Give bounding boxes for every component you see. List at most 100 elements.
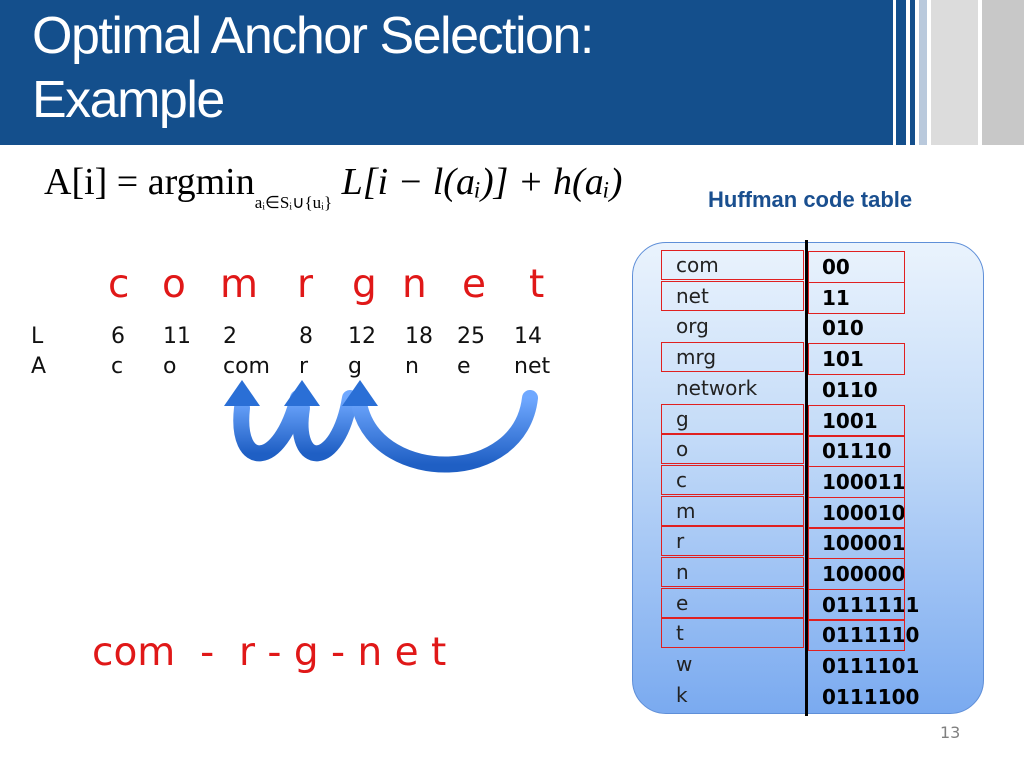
title-stripe-3 [919,0,927,145]
highlight-word-box [661,434,804,465]
page-number: 13 [940,723,961,742]
anchor-A-value-6: e [457,354,471,379]
letter-6: e [462,262,486,307]
huffman-column-divider [805,240,808,716]
huffman-word: com [676,253,719,277]
title-stripe-4 [931,0,978,145]
highlight-code-box [808,465,905,498]
anchor-L-value-6: 25 [457,324,485,349]
highlight-code-box [808,343,905,376]
anchor-arrows [224,380,538,473]
arrowhead-3 [342,380,378,406]
title-stripe-5 [982,0,1024,145]
arrow-curve-2 [292,390,358,462]
highlight-word-box [661,250,804,280]
title-line-2: Example [32,71,225,129]
huffman-code: 100001 [822,531,906,556]
highlight-word-box [661,618,804,649]
highlight-word-box [661,403,804,434]
highlight-word-box [661,557,804,587]
anchor-L-value-1: 11 [163,324,191,349]
huffman-code: 101 [822,347,864,372]
row-label-A: A [31,354,47,379]
formula-lhs: A[i] = argmin [44,161,255,203]
anchor-A-value-5: n [405,354,419,379]
formula-rhs: L[i − l(aᵢ)] + h(aᵢ) [341,161,623,203]
arrow-curve-1 [233,390,306,462]
huffman-code: 0111111 [822,592,920,617]
huffman-code: 0111110 [822,623,920,648]
arrowhead-1 [224,380,260,406]
huffman-code: 0111100 [822,684,920,709]
anchor-L-value-0: 6 [111,324,125,349]
anchor-A-value-2: com [223,354,270,379]
slide-title: Optimal Anchor Selection: Example [32,4,872,132]
highlight-code-box [808,558,905,590]
highlight-code-box [808,281,905,314]
letter-2: m [220,262,258,307]
letter-0: c [108,262,130,307]
arrowhead-2 [284,380,320,406]
title-bar: Optimal Anchor Selection: Example [0,0,893,145]
huffman-code: 100010 [822,500,906,525]
anchor-L-value-5: 18 [405,324,433,349]
huffman-code: 00 [822,255,850,279]
highlight-code-box [808,404,905,437]
highlight-code-box [808,619,905,652]
huffman-word: network [676,375,758,400]
huffman-word: o [676,437,689,462]
huffman-word: c [676,467,687,492]
row-label-L: L [31,324,44,349]
huffman-code: 01110 [822,439,892,464]
highlight-word-box [661,587,804,618]
huffman-code: 100011 [822,469,906,494]
letter-1: o [162,262,186,307]
huffman-word: e [676,590,689,615]
highlight-code-box [808,527,905,560]
anchor-L-value-2: 2 [223,324,237,349]
letter-7: t [529,262,545,307]
highlight-code-box [808,496,905,529]
huffman-code: 11 [822,285,850,310]
huffman-word: r [676,529,685,554]
huffman-code: 010 [822,316,864,341]
anchor-A-value-7: net [514,354,551,379]
anchor-L-value-7: 14 [514,324,542,349]
title-stripe-1 [896,0,906,145]
huffman-word: net [676,283,709,308]
anchor-A-value-3: r [299,354,309,379]
anchor-A-value-0: c [111,354,124,379]
title-stripe-2 [910,0,915,145]
huffman-word: g [676,406,689,431]
huffman-code: 0111101 [822,654,920,679]
recurrence-formula: A[i] = argminaᵢ∈Sᵢ∪{uᵢ} L[i − l(aᵢ)] + h… [44,160,623,212]
letter-3: r [297,262,314,307]
highlight-code-box [808,251,905,283]
huffman-code: 100000 [822,562,906,586]
highlight-word-box [661,280,804,311]
arrow-curve-3 [352,390,538,473]
huffman-word: mrg [676,345,717,370]
anchor-L-value-3: 8 [299,324,313,349]
highlight-word-box [661,464,804,495]
highlight-word-box [661,495,804,526]
huffman-word: n [676,560,689,584]
huffman-word: w [676,652,693,677]
huffman-word: m [676,498,696,523]
result-segmentation: com - r - g - n e t [92,630,447,675]
huffman-word: org [676,314,709,339]
letter-4: g [352,262,377,307]
anchor-L-value-4: 12 [348,324,376,349]
highlight-code-box [808,588,905,621]
anchor-A-value-4: g [348,354,362,379]
huffman-word: t [676,621,684,646]
formula-subscript: aᵢ∈Sᵢ∪{uᵢ} [254,193,333,212]
huffman-code: 1001 [822,408,878,433]
anchor-A-value-1: o [163,354,177,379]
highlight-code-box [808,435,905,468]
highlight-word-box [661,342,804,373]
title-line-1: Optimal Anchor Selection: [32,7,594,65]
letter-5: n [402,262,427,307]
huffman-word: k [676,682,688,707]
huffman-code: 0110 [822,377,878,402]
